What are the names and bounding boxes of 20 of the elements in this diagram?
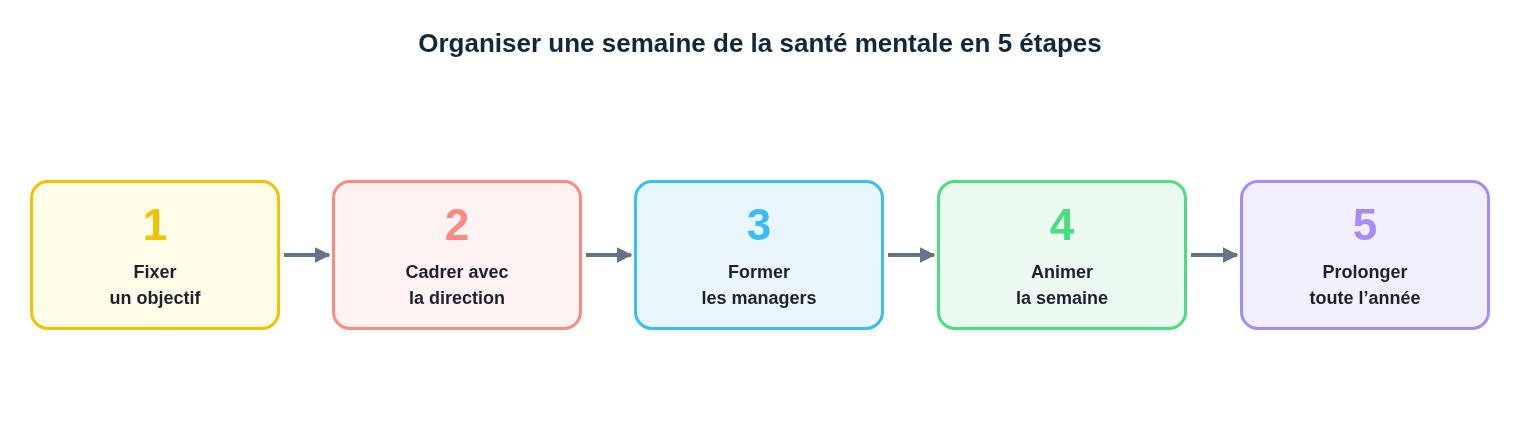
- arrow: [1191, 247, 1239, 263]
- arrow: [888, 247, 936, 263]
- arrow: [586, 247, 633, 263]
- step-number: 5: [1352, 201, 1378, 249]
- arrow: [284, 247, 331, 263]
- step-card: [332, 180, 582, 330]
- diagram-title: Organiser une semaine de la santé mentale en 5 étapes: [418, 28, 1102, 59]
- step-number: 1: [142, 201, 168, 249]
- step-number: 3: [746, 201, 772, 249]
- step-card: [1240, 180, 1490, 330]
- step-number: 2: [444, 201, 470, 249]
- step-card: [937, 180, 1187, 330]
- step-number: 4: [1049, 201, 1075, 249]
- step-card: [634, 180, 884, 330]
- step-card: [30, 180, 280, 330]
- step-label: Former les managers: [701, 261, 817, 310]
- step-label: Fixer un objectif: [109, 261, 201, 310]
- step-label: Animer la semaine: [1015, 261, 1109, 310]
- step-label: Cadrer avec la direction: [405, 261, 509, 310]
- step-label: Prolonger toute l’année: [1309, 261, 1421, 310]
